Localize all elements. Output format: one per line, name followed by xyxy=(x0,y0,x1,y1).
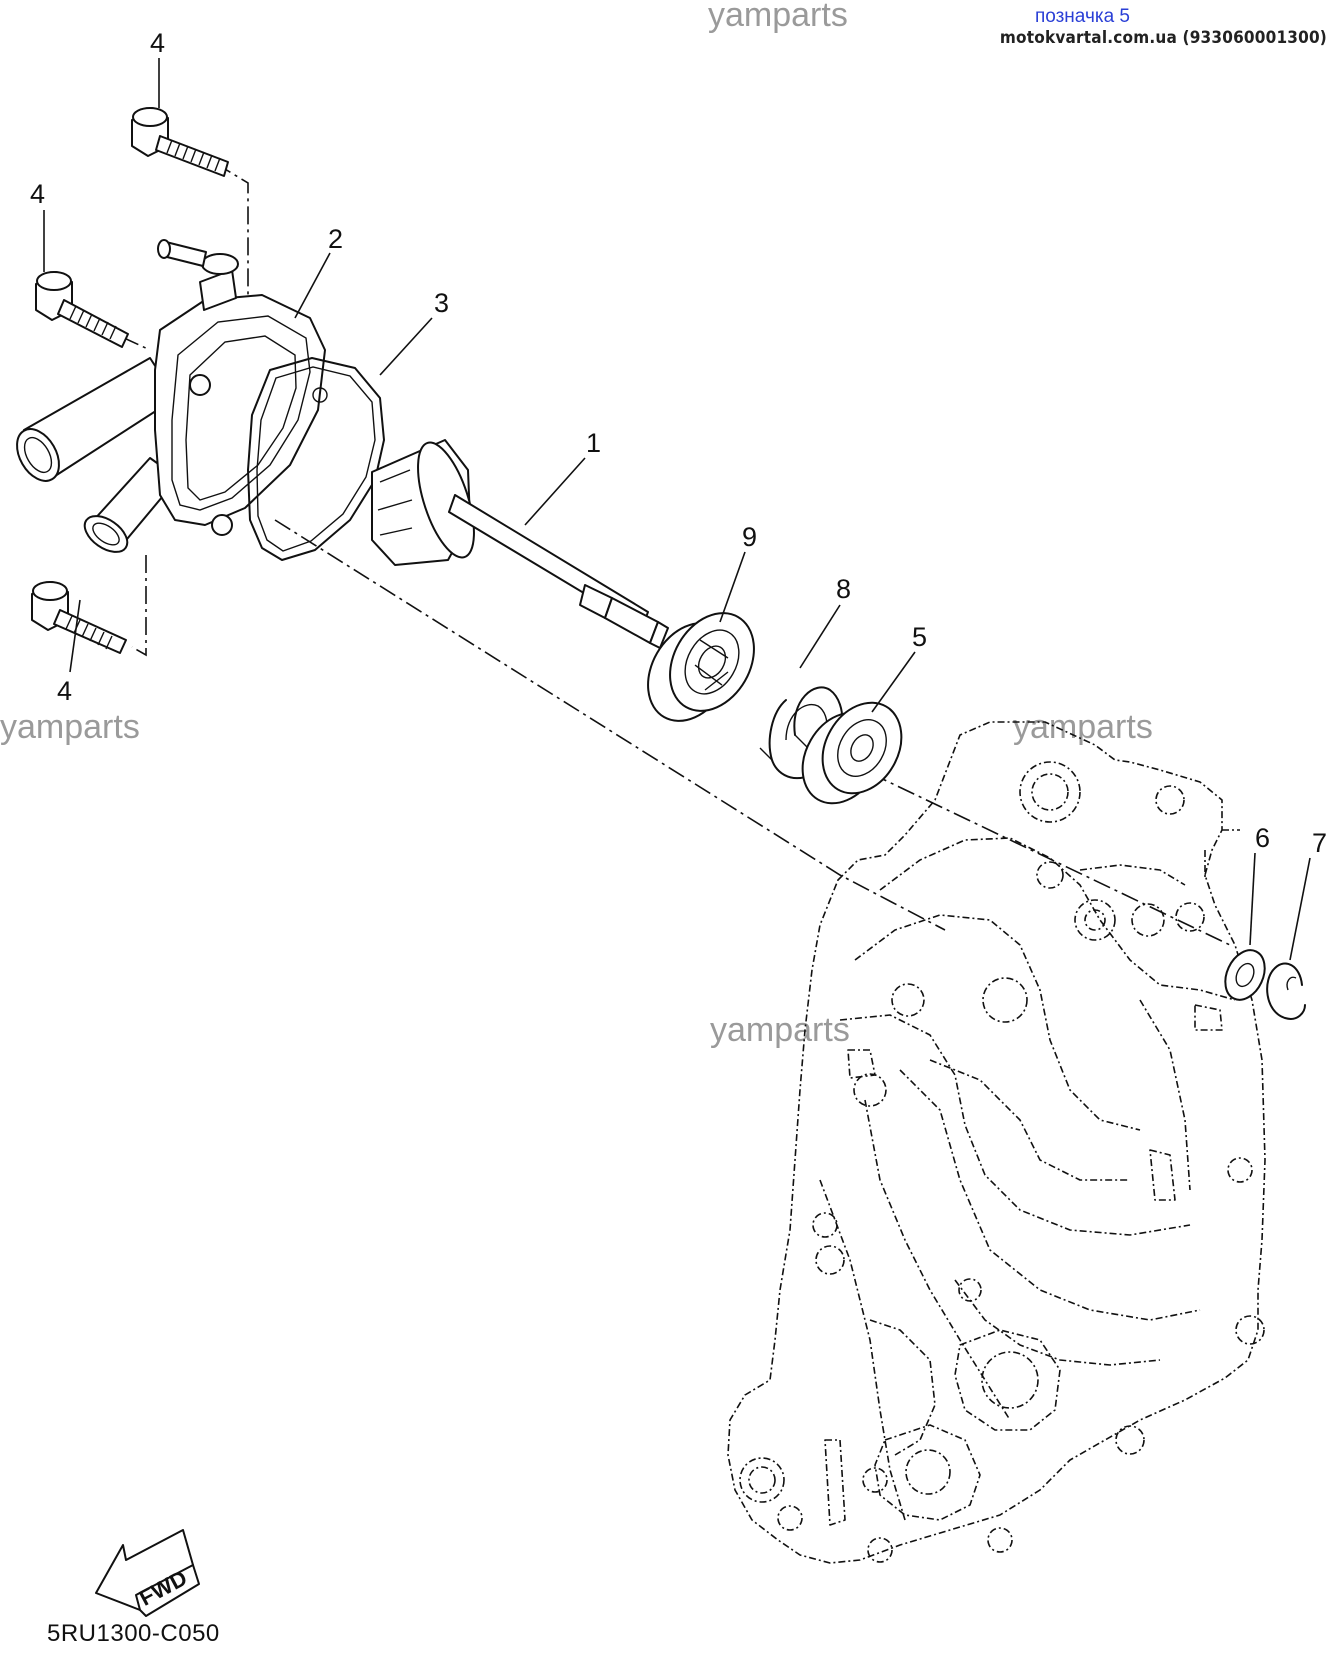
watermark-center: yamparts xyxy=(710,1011,850,1049)
header-source: motokvartal.com.ua (933060001300) xyxy=(999,28,1327,48)
header-tag: позначка 5 xyxy=(1034,6,1130,27)
watermark-right: yamparts xyxy=(1013,708,1153,746)
callout-housing: 2 xyxy=(328,224,343,254)
callout-bolt-bottom: 4 xyxy=(57,676,72,706)
crankcase-cover xyxy=(727,721,1266,1564)
leader-lines xyxy=(43,58,1311,961)
pump-housing xyxy=(16,239,326,553)
callout-bearing: 9 xyxy=(742,522,757,552)
washer xyxy=(1224,949,1266,1001)
watermark-left: yamparts xyxy=(0,708,140,746)
callout-bolt-top: 4 xyxy=(150,28,165,58)
bolt-middle xyxy=(35,271,129,348)
callout-circlip: 8 xyxy=(836,574,851,604)
callout-washer: 6 xyxy=(1255,823,1270,853)
callout-clip: 7 xyxy=(1312,828,1327,858)
assembly-lines xyxy=(121,162,1231,946)
callout-seal: 5 xyxy=(912,622,927,652)
bolt-top xyxy=(131,107,229,177)
bolt-bottom xyxy=(31,581,127,654)
diagram-code: 5RU1300-C050 xyxy=(47,1620,220,1647)
bearing xyxy=(647,612,755,722)
gasket xyxy=(247,357,385,561)
impeller-shaft xyxy=(371,439,669,649)
watermark-top: yamparts xyxy=(708,0,848,34)
fwd-arrow: FWD xyxy=(95,1529,200,1617)
callout-gasket: 3 xyxy=(434,288,449,318)
e-clip xyxy=(1266,962,1306,1020)
callout-bolt-middle: 4 xyxy=(30,179,45,209)
callout-impeller-shaft: 1 xyxy=(586,428,601,458)
oil-seal xyxy=(801,701,903,805)
